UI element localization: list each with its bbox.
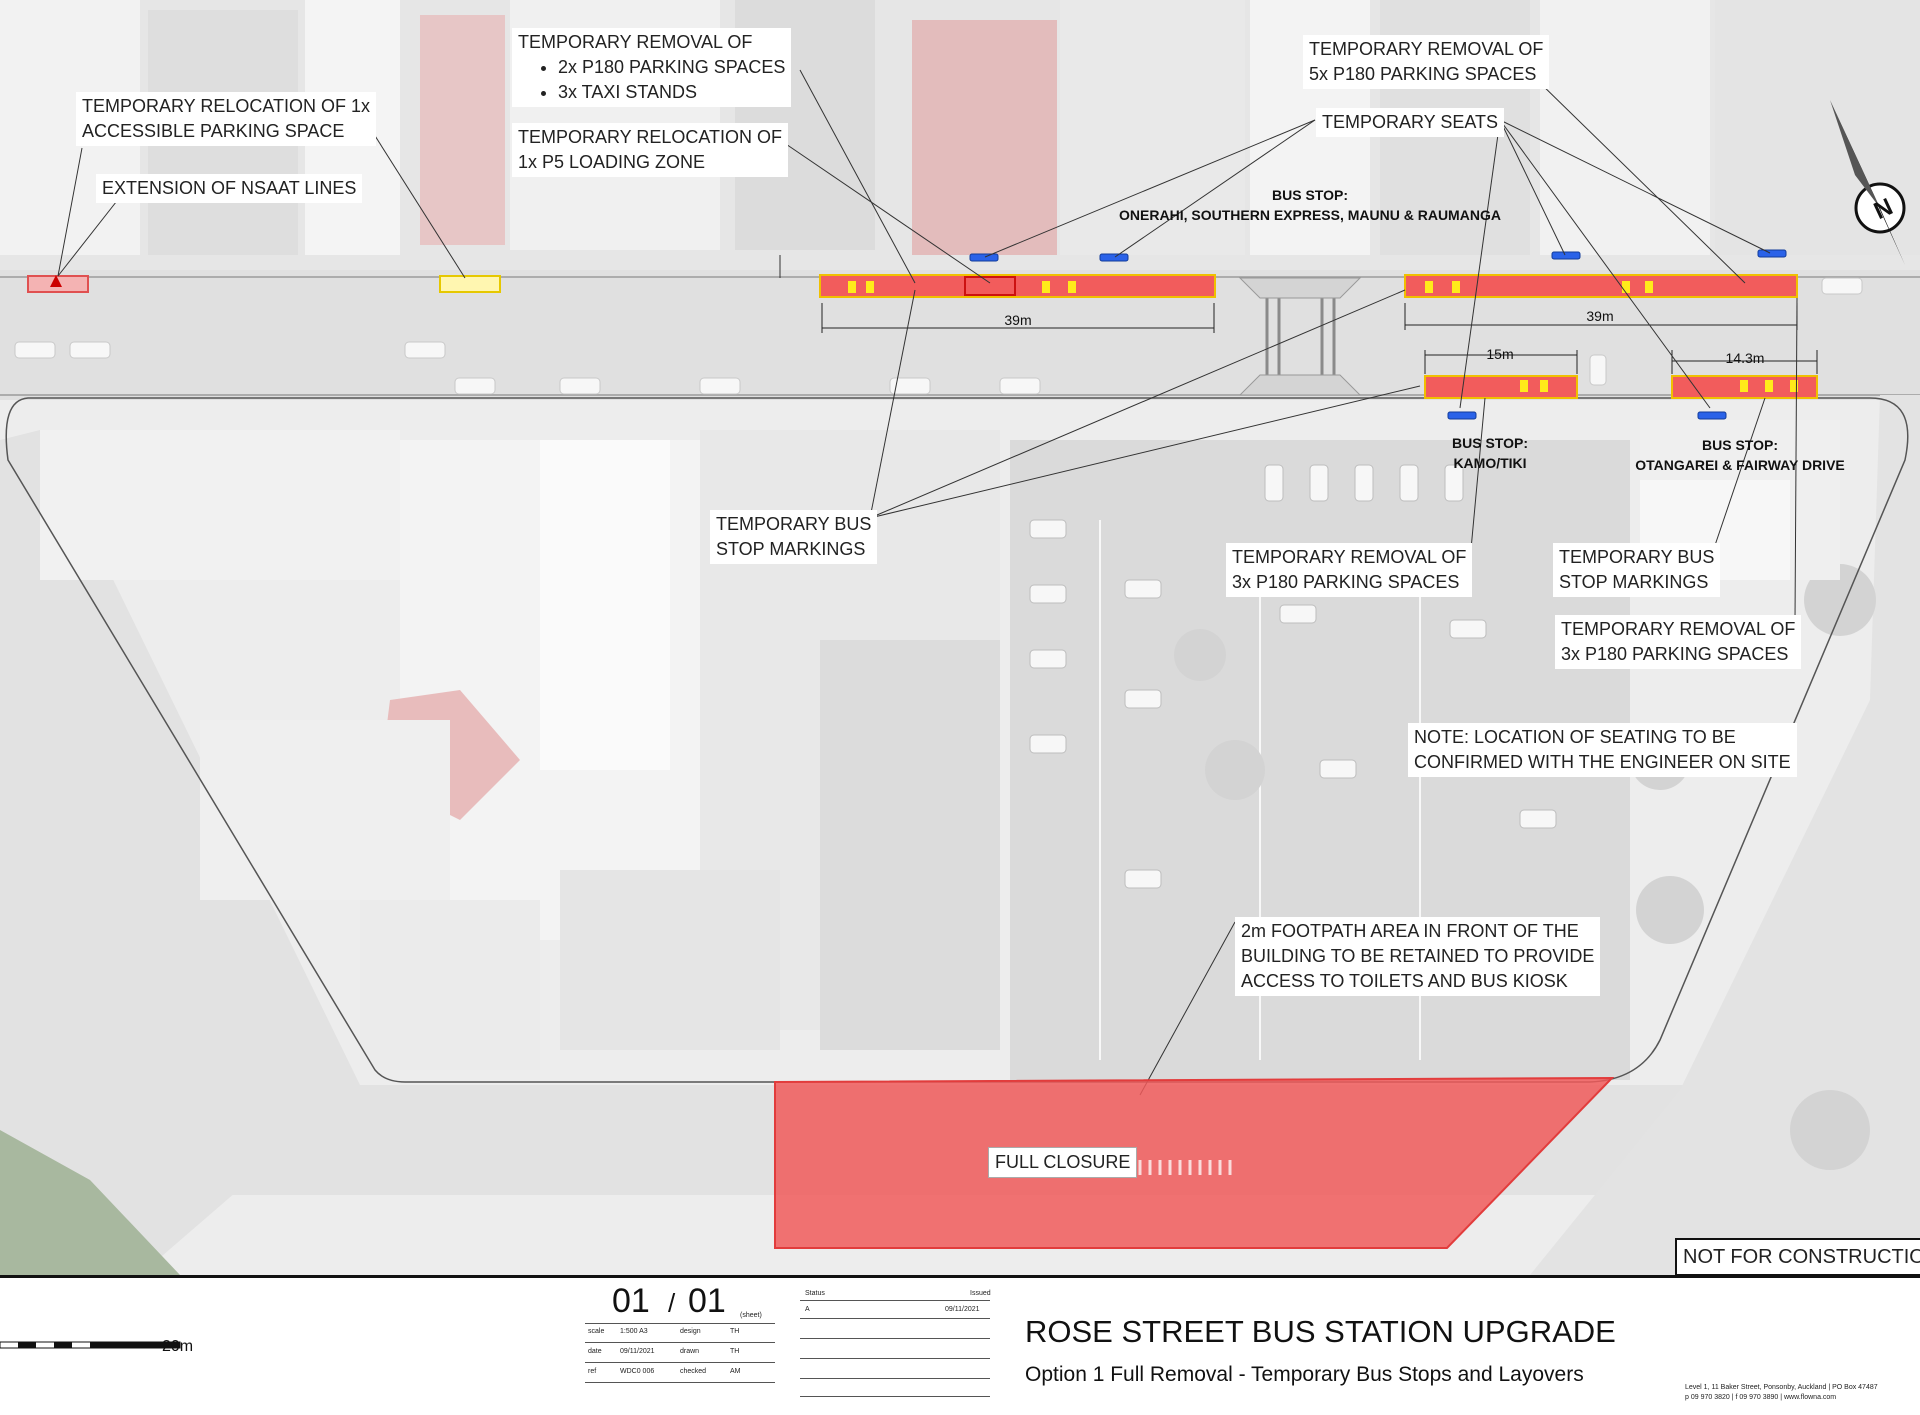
label-removal-p180-taxi-title: TEMPORARY REMOVAL OF: [518, 32, 753, 52]
label-bus-markings-left: TEMPORARY BUS STOP MARKINGS: [710, 510, 878, 564]
north-arrow-icon: N: [1830, 100, 1906, 265]
label-note-seating: NOTE: LOCATION OF SEATING TO BE CONFIRME…: [1408, 723, 1797, 777]
title-block: 20m 01 / 01 (sheet) scale 1:500 A3 desig…: [0, 1275, 1920, 1415]
tb-scale-value: 1:500 A3: [620, 1328, 648, 1335]
label-line: BUILDING TO BE RETAINED TO PROVIDE: [1241, 946, 1595, 966]
label-line: NOTE: LOCATION OF SEATING TO BE: [1414, 727, 1736, 747]
full-closure-area: [774, 1076, 1615, 1249]
sheet-total: 01: [688, 1282, 726, 1320]
label-line: 2m FOOTPATH AREA IN FRONT OF THE: [1241, 921, 1579, 941]
label-nsaat: EXTENSION OF NSAAT LINES: [96, 174, 363, 203]
sheet-word: (sheet): [740, 1312, 762, 1319]
office-address: Level 1, 11 Baker Street, Ponsonby, Auck…: [1685, 1384, 1878, 1391]
label-line: 3x P180 PARKING SPACES: [1561, 644, 1789, 664]
tb-design-key: design: [680, 1328, 701, 1335]
project-subtitle: Option 1 Full Removal - Temporary Bus St…: [1025, 1363, 1584, 1386]
label-relocation-loading: TEMPORARY RELOCATION OF 1x P5 LOADING ZO…: [512, 123, 789, 177]
dimension-kamo: 15m: [1486, 346, 1514, 362]
tb-ref-key: ref: [588, 1368, 597, 1375]
tb-date-key: date: [588, 1348, 602, 1355]
tb-drawn-value: TH: [730, 1348, 740, 1355]
tb-ref-value: WDC0 006: [620, 1368, 655, 1375]
bus-stop-otangarei: BUS STOP: OTANGAREI & FAIRWAY DRIVE: [1620, 435, 1860, 475]
label-line: TEMPORARY REMOVAL OF: [1309, 39, 1544, 59]
label-line: ACCESSIBLE PARKING SPACE: [82, 121, 345, 141]
label-line: CONFIRMED WITH THE ENGINEER ON SITE: [1414, 752, 1791, 772]
leader-lines: [57, 69, 1798, 1096]
tb-design-value: TH: [730, 1328, 740, 1335]
project-title: ROSE STREET BUS STATION UPGRADE: [1025, 1314, 1616, 1349]
tb-date-value: 09/11/2021: [620, 1348, 655, 1355]
bus-stop-kamo: BUS STOP: KAMO/TIKI: [1430, 433, 1550, 473]
tb-scale-key: scale: [588, 1328, 605, 1335]
label-line: TEMPORARY BUS: [716, 514, 872, 534]
label-line: 5x P180 PARKING SPACES: [1309, 64, 1537, 84]
label-line: STOP MARKINGS: [716, 539, 866, 559]
label-removal-3x-a: TEMPORARY REMOVAL OF 3x P180 PARKING SPA…: [1226, 543, 1473, 597]
label-line: 3x P180 PARKING SPACES: [1232, 572, 1460, 592]
bus-stop-line: BUS STOP:: [1272, 187, 1348, 203]
label-line: STOP MARKINGS: [1559, 572, 1709, 592]
label-line: TEMPORARY REMOVAL OF: [1232, 547, 1467, 567]
tb-checked-value: AM: [730, 1368, 741, 1375]
not-for-construction-stamp: NOT FOR CONSTRUCTION: [1675, 1238, 1920, 1276]
dimension-otangarei: 14.3m: [1725, 350, 1765, 366]
bus-stop-line: KAMO/TIKI: [1453, 455, 1527, 471]
bus-stop-line: OTANGAREI & FAIRWAY DRIVE: [1635, 457, 1845, 473]
label-temporary-seats: TEMPORARY SEATS: [1316, 108, 1505, 137]
tb-drawn-key: drawn: [680, 1348, 700, 1355]
tb-revision: A: [805, 1306, 810, 1313]
label-removal-p180-taxi-item: 3x TAXI STANDS: [558, 80, 785, 105]
label-line: ACCESS TO TOILETS AND BUS KIOSK: [1241, 971, 1568, 991]
label-bus-markings-right: TEMPORARY BUS STOP MARKINGS: [1553, 543, 1721, 597]
dimension-left: 39m: [1004, 312, 1032, 328]
label-relocation-accessible: TEMPORARY RELOCATION OF 1x ACCESSIBLE PA…: [76, 92, 377, 146]
sheet-number: 01: [612, 1282, 650, 1320]
scale-bar-label: 20m: [162, 1338, 194, 1355]
label-line: TEMPORARY REMOVAL OF: [1561, 619, 1796, 639]
bus-stop-line: BUS STOP:: [1702, 437, 1778, 453]
bus-stop-north: BUS STOP: ONERAHI, SOUTHERN EXPRESS, MAU…: [1110, 185, 1510, 225]
dimension-right: 39m: [1586, 308, 1614, 324]
scale-bar: [0, 1341, 181, 1349]
label-removal-p180-taxi: TEMPORARY REMOVAL OF 2x P180 PARKING SPA…: [512, 28, 792, 107]
label-line: TEMPORARY RELOCATION OF 1x: [82, 96, 371, 116]
temporary-seats: [969, 249, 1787, 420]
label-removal-3x-b: TEMPORARY REMOVAL OF 3x P180 PARKING SPA…: [1555, 615, 1802, 669]
label-removal-5x: TEMPORARY REMOVAL OF 5x P180 PARKING SPA…: [1303, 35, 1550, 89]
tb-checked-key: checked: [680, 1368, 707, 1375]
sheet-separator: /: [668, 1288, 676, 1318]
label-footpath: 2m FOOTPATH AREA IN FRONT OF THE BUILDIN…: [1235, 917, 1601, 996]
label-line: TEMPORARY RELOCATION OF: [518, 127, 783, 147]
removal-zone-left: [819, 274, 1216, 298]
label-line: 1x P5 LOADING ZONE: [518, 152, 706, 172]
bus-stop-line: BUS STOP:: [1452, 435, 1528, 451]
label-full-closure: FULL CLOSURE: [988, 1147, 1138, 1178]
removal-zone-kamo: [1424, 375, 1578, 399]
tb-issued-date: 09/11/2021: [945, 1306, 980, 1313]
tb-status-head: Status: [805, 1290, 825, 1297]
label-removal-p180-taxi-item: 2x P180 PARKING SPACES: [558, 55, 785, 80]
tb-issued-head: Issued: [970, 1290, 991, 1297]
bus-stop-line: ONERAHI, SOUTHERN EXPRESS, MAUNU & RAUMA…: [1119, 207, 1501, 223]
label-line: TEMPORARY BUS: [1559, 547, 1715, 567]
office-contact: p 09 970 3820 | f 09 970 3890 | www.flow…: [1685, 1394, 1837, 1401]
removal-zone-right: [1404, 274, 1798, 298]
